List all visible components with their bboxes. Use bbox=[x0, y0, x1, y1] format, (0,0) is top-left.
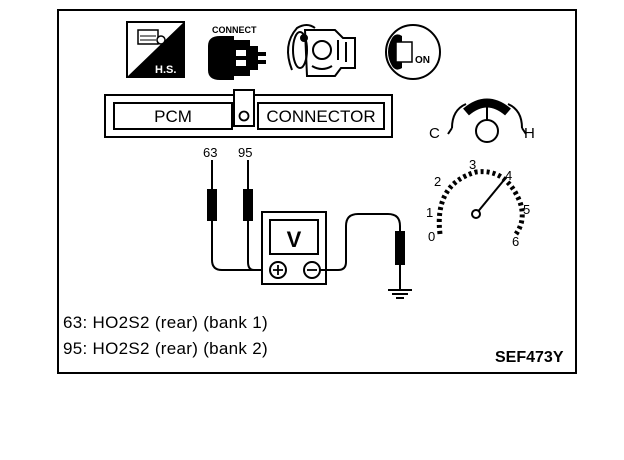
pcm-connector: PCM CONNECTOR bbox=[104, 89, 393, 138]
probe-95-label: 95 bbox=[238, 145, 252, 160]
voltmeter: V bbox=[261, 211, 327, 285]
figure-id: SEF473Y bbox=[495, 349, 564, 366]
probe-leads bbox=[207, 160, 262, 271]
ground-lead bbox=[320, 213, 412, 299]
tach-scale-2: 2 bbox=[434, 174, 441, 189]
voltmeter-label: V bbox=[287, 227, 302, 252]
pcm-label: PCM bbox=[154, 107, 192, 126]
hot-engine-label: H.S. bbox=[155, 64, 176, 76]
tach-scale-0: 0 bbox=[428, 229, 435, 244]
tach-scale-4: 4 bbox=[505, 168, 512, 183]
tach-scale-6: 6 bbox=[512, 234, 519, 249]
tach-scale-5: 5 bbox=[523, 202, 530, 217]
legend-line-2: 95: HO2S2 (rear) (bank 2) bbox=[63, 339, 268, 358]
tach-scale-3: 3 bbox=[469, 157, 476, 172]
diagram-frame bbox=[57, 9, 577, 374]
tachometer: 0 1 2 3 4 5 6 bbox=[426, 157, 530, 249]
temperature-gauge: C H bbox=[429, 98, 535, 143]
tach-scale-1: 1 bbox=[426, 205, 433, 220]
cold-label: C bbox=[429, 125, 440, 142]
engine-icon bbox=[287, 24, 356, 77]
connect-label: CONNECT bbox=[212, 25, 257, 35]
probe-63-label: 63 bbox=[203, 145, 217, 160]
hot-engine-icon: H.S. bbox=[126, 21, 185, 78]
legend-line-1: 63: HO2S2 (rear) (bank 1) bbox=[63, 313, 268, 332]
hot-label: H bbox=[524, 125, 535, 142]
ignition-key-icon: ON bbox=[385, 24, 441, 80]
connect-icon: CONNECT bbox=[208, 25, 266, 80]
connector-label: CONNECTOR bbox=[266, 107, 375, 126]
ignition-on-label: ON bbox=[415, 55, 430, 66]
